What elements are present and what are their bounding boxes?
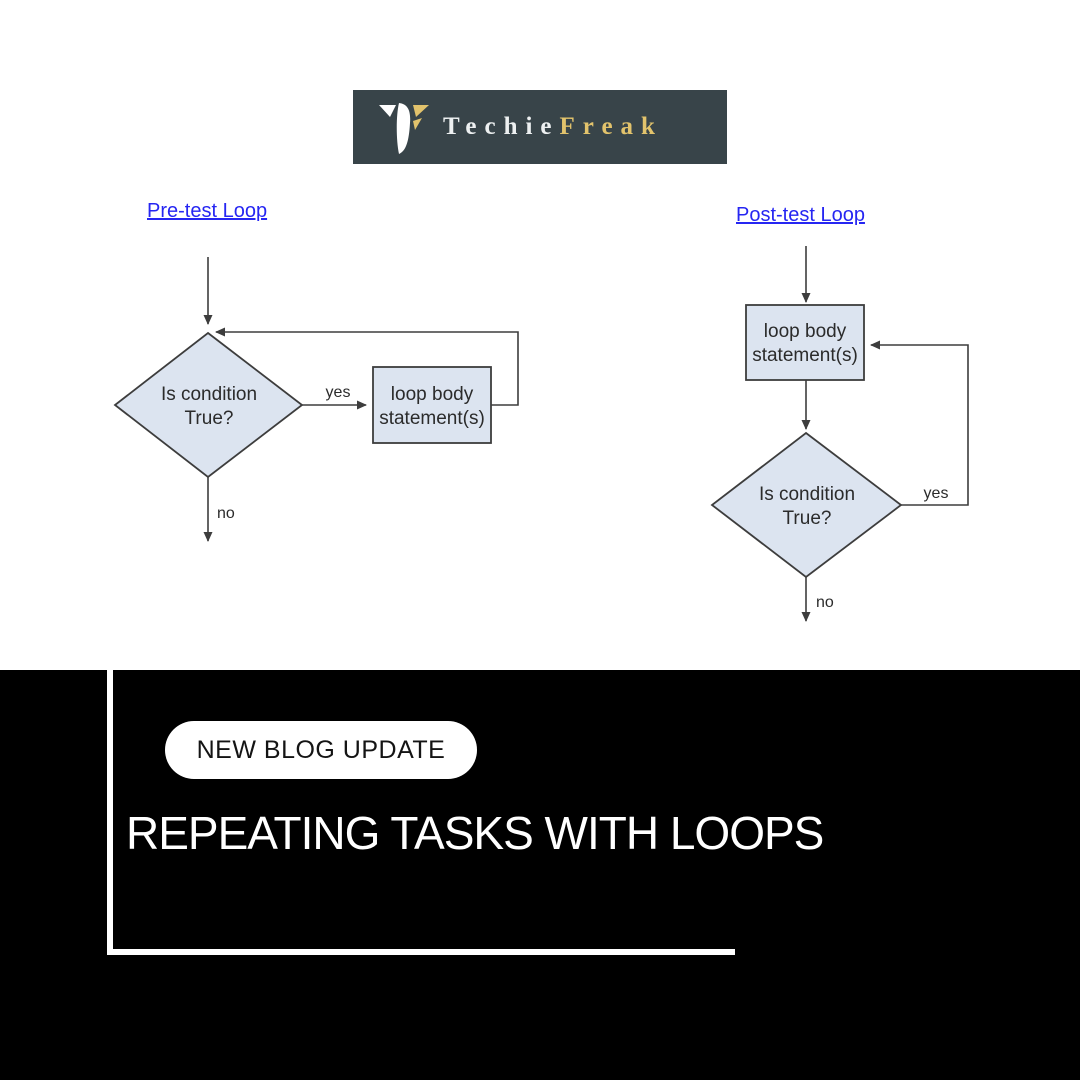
pretest-body-line2: statement(s) [379,408,485,429]
brand-name-techie: Techie [443,113,560,140]
pretest-labels: Is condition True? loop body statement(s… [161,384,485,522]
techiefreak-logo-icon [379,102,429,154]
posttest-body-line1: loop body [764,321,847,342]
posttest-yes-label: yes [924,485,949,502]
pretest-no-label: no [217,505,235,522]
frame-left-line [107,670,113,955]
posttest-body-line2: statement(s) [752,345,858,366]
new-blog-badge[interactable]: NEW BLOG UPDATE [165,721,477,779]
badge-label: NEW BLOG UPDATE [196,735,446,764]
pretest-feedback-arrow [215,327,519,406]
pretest-condition-line2: True? [185,408,234,429]
blog-title: REPEATING TASKS WITH LOOPS [126,807,824,859]
flowchart-canvas: Is condition True? loop body statement(s… [113,246,969,622]
posttest-no-label: no [816,594,834,611]
posttest-labels: loop body statement(s) Is condition True… [752,321,948,611]
posttest-flowchart [710,246,969,622]
brand-wordmark: TechieFreak [443,113,663,141]
pretest-flowchart [113,257,519,542]
pretest-yes-label: yes [326,384,351,401]
pretest-loop-link[interactable]: Pre-test Loop [147,200,268,222]
brand-name-freak: Freak [559,113,663,140]
frame-bottom-line [107,949,735,955]
posttest-condition-line2: True? [783,508,832,529]
posttest-condition-line1: Is condition [759,484,855,505]
posttest-loop-body-box [745,304,865,381]
posttest-decision-diamond [710,431,903,579]
pretest-condition-line1: Is condition [161,384,257,405]
brand-banner: TechieFreak [353,90,727,164]
announcement-section: NEW BLOG UPDATE REPEATING TASKS WITH LOO… [0,670,1080,1080]
pretest-loop-body-box [372,366,492,444]
posttest-feedback-arrow [870,340,969,506]
diagram-section: TechieFreak Pre-test Loop Post-test Loop [113,90,969,622]
pretest-decision-diamond [113,331,304,479]
pretest-body-line1: loop body [391,384,474,405]
posttest-loop-link[interactable]: Post-test Loop [736,204,865,226]
